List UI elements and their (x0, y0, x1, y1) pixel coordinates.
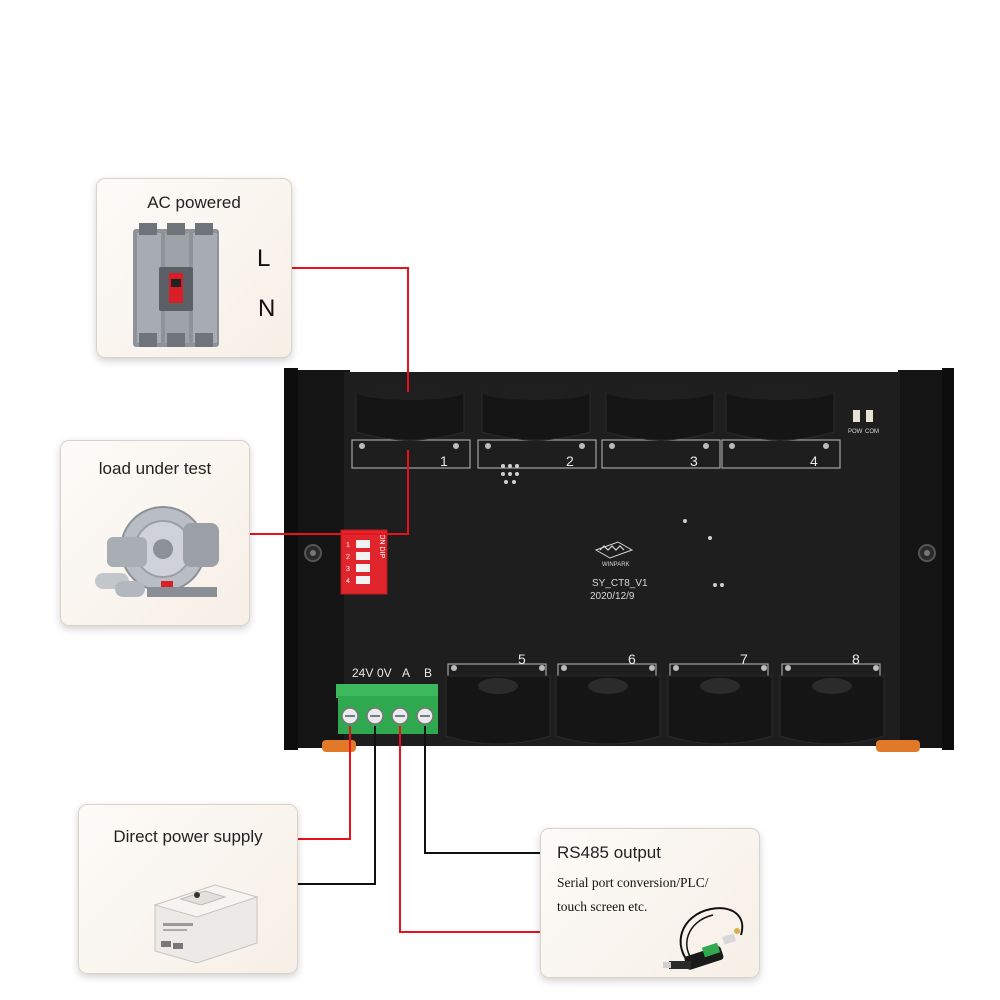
channel-label-5: 5 (518, 651, 526, 667)
dip-key-2[interactable] (356, 552, 370, 560)
ct-sensor-2: 2 (477, 384, 597, 469)
dip-position-label: 4 (346, 578, 350, 585)
din-power-supply-icon (153, 884, 259, 964)
terminal-block[interactable] (336, 684, 438, 734)
channel-label-2: 2 (566, 453, 574, 469)
ct-sensor-3: 3 (601, 384, 721, 469)
winpark-logo: WINPARK (594, 541, 634, 568)
ct-sensor-6: 6 (555, 651, 661, 745)
circuit-breaker-icon (133, 223, 219, 347)
terminal-label-0v: 0V (377, 666, 392, 680)
callout-direct-power-supply: Direct power supply (78, 804, 298, 974)
dip-position-label: 3 (346, 566, 350, 573)
channel-label-7: 7 (740, 651, 748, 667)
ct-sensor-7: 7 (667, 651, 773, 745)
blower-icon (95, 506, 219, 597)
terminal-label-a: A (402, 666, 410, 680)
callout-title: AC powered (147, 193, 241, 212)
usb-rs485-adapter-icon (663, 907, 744, 970)
dip-key-1[interactable] (356, 540, 370, 548)
channel-label-3: 3 (690, 453, 698, 469)
callout-load-under-test: load under test (60, 440, 250, 626)
dip-key-3[interactable] (356, 564, 370, 572)
callout-ac-powered: AC powered L N (96, 178, 292, 358)
dip-switch[interactable]: ON DIP 1 2 3 4 (340, 529, 388, 595)
dip-label: ON DIP (378, 534, 385, 558)
callout-title: RS485 output (557, 843, 661, 862)
pow-led-icon (853, 410, 860, 422)
callout-title: load under test (98, 459, 212, 478)
callout-subtitle-line-2: touch screen etc. (557, 899, 648, 914)
terminal-label-24v: 24V (352, 666, 373, 680)
ct-sensor-8: 8 (779, 651, 885, 745)
ct-top-row: 1 2 3 4 (351, 384, 841, 469)
callout-title: Direct power supply (113, 827, 263, 846)
board-model: SY_CT8_V1 (592, 578, 648, 589)
line-label: L (257, 245, 271, 272)
channel-label-1: 1 (440, 453, 448, 469)
callout-rs485-output: RS485 output Serial port conversion/PLC/… (540, 828, 760, 978)
com-led-icon (866, 410, 873, 422)
dip-position-label: 2 (346, 554, 350, 561)
channel-label-4: 4 (810, 453, 818, 469)
callout-subtitle-line-1: Serial port conversion/PLC/ (557, 875, 709, 890)
logo-text: WINPARK (602, 562, 630, 568)
neutral-label: N (258, 295, 276, 322)
com-label: COM (865, 429, 879, 435)
pow-label: POW (848, 429, 863, 435)
channel-label-6: 6 (628, 651, 636, 667)
dip-key-4[interactable] (356, 576, 370, 584)
terminal-label-b: B (424, 666, 432, 680)
ct-sensor-4: 4 (721, 384, 841, 469)
dip-position-label: 1 (346, 542, 350, 549)
channel-label-8: 8 (852, 651, 860, 667)
board-date: 2020/12/9 (590, 591, 635, 602)
